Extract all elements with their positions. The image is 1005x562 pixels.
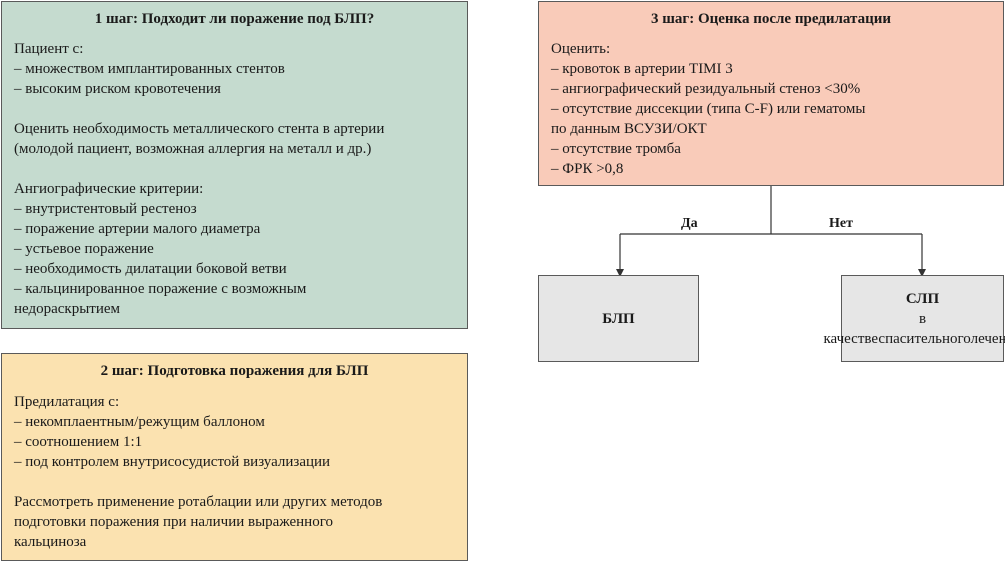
result-yes-label: БЛП	[602, 310, 635, 327]
text-line: кальциноза	[14, 534, 87, 550]
branch-label-no: Нет	[829, 216, 853, 231]
text-line: – отсутствие диссекции (типа C-F) или ге…	[551, 101, 866, 117]
text-line: – высоким риском кровотечения	[14, 81, 221, 97]
text-line: – кальцинированное поражение с возможным	[14, 281, 307, 297]
step1-body: Пациент с: – множеством имплантированных …	[14, 39, 455, 319]
step3-title: 3 шаг: Оценка после предилатации	[650, 11, 892, 27]
text-line: – поражение артерии малого диаметра	[14, 221, 261, 237]
result-no-desc: в качествеспасительноголечения	[823, 309, 1005, 349]
text-line: подготовки поражения при наличии выражен…	[14, 514, 333, 530]
text-line: (молодой пациент, возможная аллергия на …	[14, 141, 372, 157]
text-line: – внутристентовый рестеноз	[14, 201, 197, 217]
text-line: Ангиографические критерии:	[14, 181, 204, 197]
text-line: Пациент с:	[14, 41, 84, 57]
text-line: Оценить:	[551, 41, 611, 57]
step2-body: Предилатация с: – некомплаентным/режущим …	[14, 392, 455, 552]
step2-title: 2 шаг: Подготовка поражения для БЛП	[100, 363, 369, 379]
step1-title: 1 шаг: Подходит ли поражение под БЛП?	[94, 11, 375, 27]
text-line: недораскрытием	[14, 301, 121, 317]
text-line: – отсутствие тромба	[551, 141, 681, 157]
result-no-label: СЛП	[905, 290, 940, 307]
text-line: Предилатация с:	[14, 394, 120, 410]
text-line: – соотношением 1:1	[14, 434, 143, 450]
step1-box: 1 шаг: Подходит ли поражение под БЛП? Па…	[1, 1, 468, 329]
text-line: – множеством имплантированных стентов	[14, 61, 285, 77]
text-line: в качестве	[823, 310, 927, 347]
text-line: – под контролем внутрисосудистой визуали…	[14, 454, 331, 470]
text-line: спасительного	[878, 330, 971, 347]
text-line: – ангиографический резидуальный стеноз <…	[551, 81, 861, 97]
step3-body: Оценить: – кровоток в артерии TIMI 3 – анг…	[551, 39, 991, 179]
text-line: – устьевое поражение	[14, 241, 154, 257]
result-no-box: СЛП в качествеспасительноголечения	[823, 275, 1005, 362]
text-line: Рассмотреть применение ротаблации или др…	[14, 494, 383, 510]
text-line: – ФРК >0,8	[551, 161, 624, 177]
result-yes-box: БЛП	[538, 275, 699, 362]
branch-label-yes: Да	[681, 216, 698, 231]
text-line: лечения	[970, 330, 1005, 347]
text-line: – некомплаентным/режущим баллоном	[14, 414, 265, 430]
step2-box: 2 шаг: Подготовка поражения для БЛП Пред…	[1, 353, 468, 561]
text-line: – кровоток в артерии TIMI 3	[551, 61, 733, 77]
text-line: по данным ВСУЗИ/ОКТ	[551, 121, 707, 137]
text-line: – необходимость дилатации боковой ветви	[14, 261, 287, 277]
step3-box: 3 шаг: Оценка после предилатации Оценить…	[538, 1, 1004, 186]
text-line: Оценить необходимость металлического сте…	[14, 121, 385, 137]
